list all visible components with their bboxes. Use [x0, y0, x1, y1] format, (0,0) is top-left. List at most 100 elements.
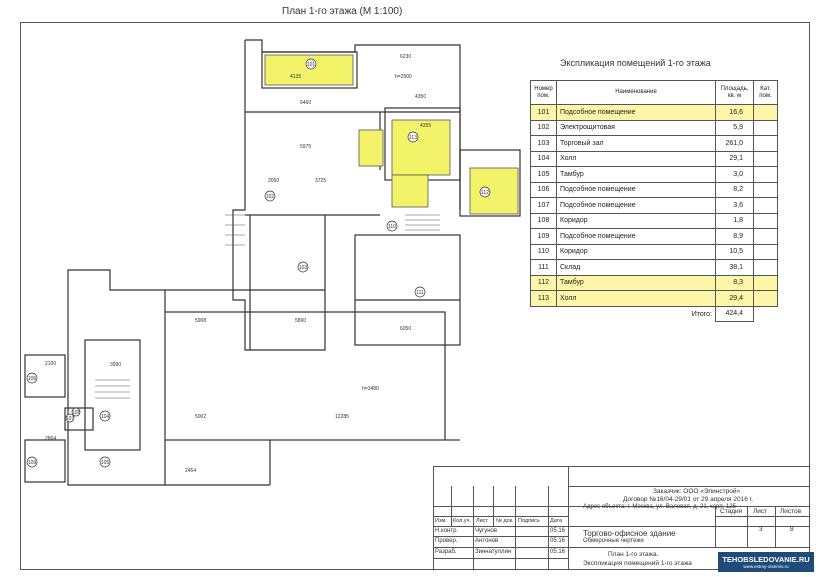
room-number: 108: [530, 212, 557, 229]
staff-role: Провер.: [435, 538, 458, 544]
room-number: 110: [530, 243, 557, 260]
watermark-logo: TEHOBSLEDOVANIE.RU www.estroy-otservis.r…: [718, 552, 814, 572]
room-110-label: 110: [388, 224, 396, 230]
sheet-header: Лист: [753, 508, 768, 515]
dim-label: 12285: [335, 414, 349, 420]
height-top-label: h=2500: [395, 74, 412, 80]
dim-label: 6050: [400, 326, 411, 332]
sheets-header: Листов: [780, 508, 802, 515]
room-104-label: 104: [101, 414, 110, 420]
room-category: [753, 197, 778, 214]
room-category: [753, 259, 778, 276]
staff-name: Антонов: [475, 538, 499, 544]
room-number: 111: [530, 259, 557, 276]
room-number: 109: [530, 228, 557, 245]
room-102-label: 102: [266, 194, 275, 200]
room-name: Подсобное помещение: [556, 181, 716, 198]
room-name: Подсобное помещение: [556, 104, 716, 121]
dim-label: 3990: [110, 362, 121, 368]
title-block-frame: [433, 466, 810, 570]
room-101-label: 101: [307, 62, 316, 68]
room-109-label: 109: [28, 460, 37, 466]
col-change: Изм.: [435, 518, 447, 524]
drawing-title: План 1-го этажа (М 1:100): [282, 6, 403, 17]
room-106-label: 106: [28, 376, 37, 382]
customer-text: Заказчик: ООО «Элинстрой»: [653, 488, 741, 495]
room-105-label: 105: [101, 460, 110, 466]
room-number: 103: [530, 135, 557, 152]
room-name: Склад: [556, 259, 716, 276]
room-name: Коридор: [556, 212, 716, 229]
room-area: 29,1: [715, 150, 754, 167]
col-doc: № док.: [496, 518, 514, 524]
height-main-label: h=3480: [362, 386, 379, 392]
room-category: [753, 243, 778, 260]
sheet-title-line2: Экспликация помещений 1-го этажа: [583, 560, 692, 567]
col-sheet: Лист: [476, 518, 488, 524]
room-area: 8,2: [715, 181, 754, 198]
dim-label: 2864: [45, 436, 56, 442]
room-area: 1,8: [715, 212, 754, 229]
room-area: 8,9: [715, 228, 754, 245]
room-name: Подсобное помещение: [556, 228, 716, 245]
room-name: Тамбур: [556, 166, 716, 183]
sheet-number: 3: [759, 526, 763, 533]
dim-label: 5908: [195, 318, 206, 324]
room-number: 112: [530, 274, 557, 291]
explication-table: Номер пом. Наименование Площадь, кв. м К…: [530, 80, 778, 322]
stage-header: Стадия: [720, 508, 743, 515]
dim-label: 6460: [300, 100, 311, 106]
room-area: 3,0: [715, 166, 754, 183]
col-header-cat: Кат. пом.: [753, 80, 778, 105]
room-number: 107: [530, 197, 557, 214]
room-name: Холл: [556, 150, 716, 167]
staff-role: Разраб.: [435, 549, 457, 555]
room-name: Торговый зал: [556, 135, 716, 152]
room-name: Подсобное помещение: [556, 197, 716, 214]
staff-date: 05.16: [550, 549, 566, 555]
dim-label: 2050: [268, 178, 279, 184]
col-header-name: Наименование: [556, 80, 716, 105]
room-name: Электрощитовая: [556, 119, 716, 136]
col-date: Дата: [550, 518, 563, 524]
col-header-num: Номер пом.: [530, 80, 557, 105]
dim-label: 2100: [45, 361, 56, 367]
room-number: 102: [530, 119, 557, 136]
room-category: [753, 290, 778, 307]
dim-label: 6230: [400, 54, 411, 60]
sheet-title-line1: План 1-го этажа.: [608, 551, 659, 558]
room-category: [753, 150, 778, 167]
dim-label: 5975: [300, 144, 311, 150]
contract-text: Договор №16/04-29/01 от 29 апреля 2016 г…: [623, 496, 754, 503]
staff-name: Чугунов: [475, 528, 498, 534]
room-category: [753, 119, 778, 136]
dim-label: 5890: [295, 318, 306, 324]
room-category: [753, 135, 778, 152]
room-category: [753, 274, 778, 291]
title-block: Заказчик: ООО «Элинстрой» Договор №16/04…: [433, 466, 810, 570]
room-category: [753, 212, 778, 229]
room-113-label: 113: [409, 135, 417, 141]
explication-total-row: Итого:424,4: [531, 305, 778, 322]
room-name: Коридор: [556, 243, 716, 260]
room-107-label: 107: [66, 416, 75, 422]
staff-role: Н.контр.: [435, 528, 459, 534]
dim-label: 2454: [185, 468, 196, 474]
room-area: 38,1: [715, 259, 754, 276]
room-number: 113: [530, 290, 557, 307]
room-area: 3,6: [715, 197, 754, 214]
sheets-count: 8: [790, 526, 794, 533]
explication-title: Экспликация помещений 1-го этажа: [560, 58, 711, 68]
